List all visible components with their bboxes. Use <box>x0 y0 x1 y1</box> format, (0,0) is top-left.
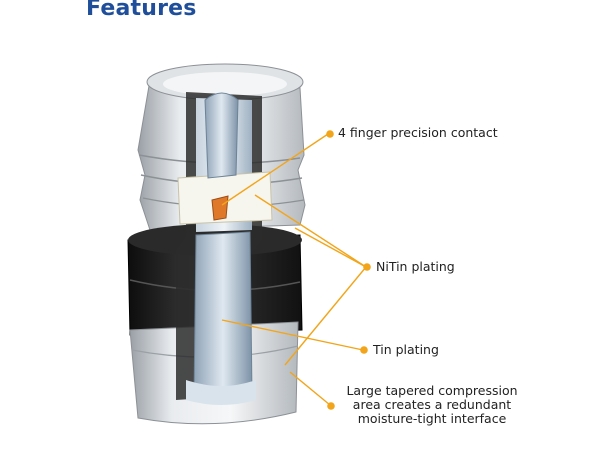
callout-compression: Large tapered compression area creates a… <box>338 384 526 426</box>
leader-nitin-1 <box>254 194 367 268</box>
dot-compression <box>327 402 335 410</box>
leader-nitin-3 <box>284 266 367 366</box>
cutaway-interior <box>176 92 273 405</box>
callout-tin: Tin plating <box>373 342 439 357</box>
leader-dots <box>326 130 371 410</box>
dot-nitin <box>363 263 371 271</box>
leader-nitin-2 <box>294 227 367 268</box>
contact-tip <box>211 195 229 221</box>
leader-tin <box>221 319 364 351</box>
callout-compression-line-1: Large tapered compression <box>346 383 518 398</box>
callout-compression-line-3: moisture-tight interface <box>357 411 507 426</box>
leader-compression <box>289 371 331 406</box>
callout-contact: 4 finger precision contact <box>338 125 498 140</box>
dot-tin <box>360 346 368 354</box>
page-title: Features <box>86 0 197 21</box>
leader-lines <box>221 133 367 406</box>
callout-compression-line-2: area creates a redundant <box>352 397 512 412</box>
leader-contact <box>221 133 329 206</box>
callout-nitin: NiTin plating <box>376 259 455 274</box>
dot-contact <box>326 130 334 138</box>
